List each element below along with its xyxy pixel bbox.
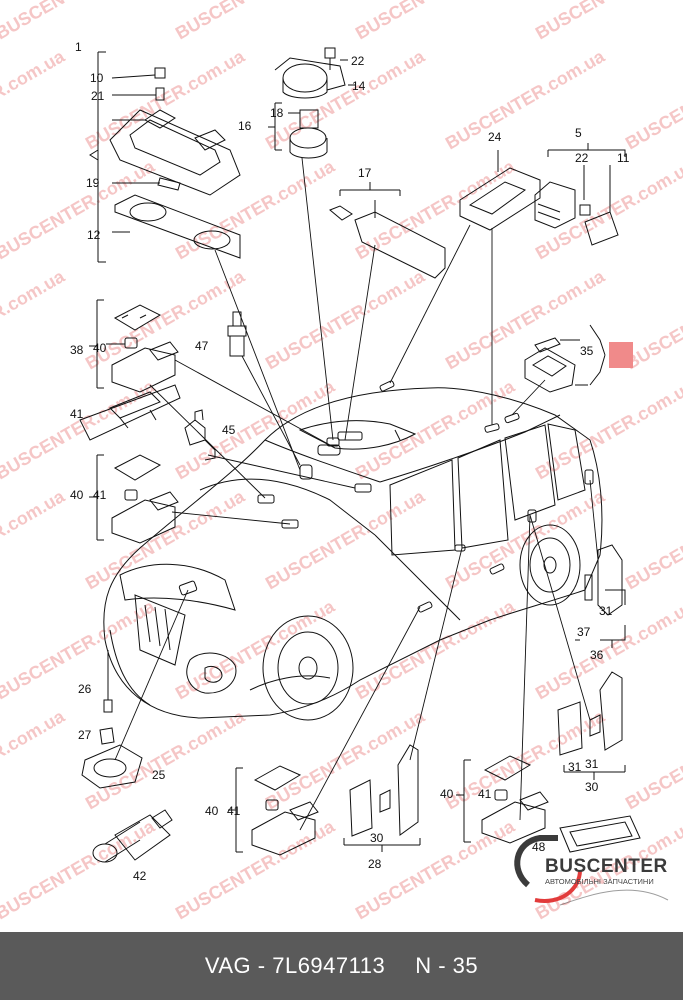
watermark-text: BUSCENTER.com.ua — [0, 706, 69, 814]
callout-42: 42 — [133, 869, 147, 883]
callout-22: 22 — [575, 151, 589, 165]
callout-41: 41 — [227, 804, 241, 818]
callout-28: 28 — [368, 857, 382, 871]
callout-17: 17 — [358, 166, 372, 180]
light-unit-5 — [534, 143, 626, 246]
connector-group-40-b — [89, 454, 179, 544]
watermark-text: BUSCENTER.com.ua — [172, 376, 339, 484]
watermark-text: BUSCENTER.com.ua — [532, 0, 683, 43]
callout-36: 36 — [590, 648, 604, 662]
connector-group-40-a — [89, 299, 179, 393]
callout-16: 16 — [238, 119, 252, 133]
callout-41: 41 — [478, 787, 492, 801]
callout-30: 30 — [585, 780, 599, 794]
watermark-text: BUSCENTER.com.ua — [532, 376, 683, 484]
callout-27: 27 — [78, 728, 92, 742]
lamp-lens-50 — [559, 815, 641, 853]
callout-37: 37 — [577, 625, 591, 639]
connector-group-40-c — [228, 765, 319, 856]
socket-45 — [92, 809, 173, 863]
watermark-text: BUSCENTER.com.ua — [0, 156, 159, 264]
lamp-housing-42 — [79, 384, 181, 441]
connector-group-40-d — [456, 755, 549, 844]
watermark-text: BUSCENTER.com.ua — [0, 46, 69, 154]
watermark-text: BUSCENTER.com.ua — [352, 0, 519, 43]
light-unit-30-31-a — [343, 744, 421, 852]
watermark-text: BUSCENTER.com.ua — [262, 706, 429, 814]
callout-47: 47 — [195, 339, 209, 353]
logo-brand: BUSCENTER — [545, 856, 668, 877]
lamp-26-27-28 — [81, 650, 143, 789]
buscenter-logo-mark — [514, 835, 669, 906]
light-unit-35 — [524, 324, 606, 393]
callout-21: 21 — [91, 89, 105, 103]
switch-48 — [227, 311, 247, 357]
callout-19: 19 — [86, 176, 100, 190]
callout-30: 30 — [370, 831, 384, 845]
watermark-text: BUSCENTER.com.ua — [352, 376, 519, 484]
interior-light-assembly-1 — [89, 51, 241, 263]
watermark-text: BUSCENTER.com.ua — [262, 486, 429, 594]
sensor-47 — [184, 409, 216, 461]
callout-48: 48 — [532, 840, 546, 854]
watermark-text: BUSCENTER.com.ua — [442, 486, 609, 594]
watermark-text: BUSCENTER.com.ua — [262, 266, 429, 374]
watermark-text: BUSCENTER.com.ua — [352, 156, 519, 264]
position-number: N - 35 — [415, 953, 479, 978]
callout-1: 1 — [75, 40, 82, 54]
callout-26: 26 — [78, 682, 92, 696]
callout-18: 18 — [270, 106, 284, 120]
watermark-text: BUSCENTER.com.ua — [0, 0, 159, 43]
reading-light-25 — [459, 150, 541, 231]
callout-31: 31 — [599, 604, 613, 618]
light-unit-30-31-b — [557, 671, 626, 780]
callout-41: 41 — [70, 407, 84, 421]
rear-wheel — [519, 524, 581, 606]
callout-31: 31 — [568, 760, 582, 774]
watermark-text: BUSCENTER.com.ua — [82, 46, 249, 154]
callout-22: 22 — [351, 54, 365, 68]
callout-5: 5 — [575, 126, 582, 140]
callout-35-highlight — [609, 342, 633, 368]
logo-subtitle: АВТОМОБІЛЬНІ ЗАПЧАСТИНИ — [545, 877, 654, 886]
watermark-text: BUSCENTER.com.ua — [622, 46, 683, 154]
callout-31: 31 — [585, 757, 599, 771]
watermark-text: BUSCENTER.com.ua — [0, 266, 69, 374]
car-body — [103, 387, 603, 719]
watermark-text: BUSCENTER.com.ua — [172, 0, 339, 43]
watermark-text: BUSCENTER.com.ua — [172, 816, 339, 924]
callout-25: 25 — [152, 768, 166, 782]
callout-11: 11 — [617, 151, 630, 165]
watermark-text: BUSCENTER.com.ua — [0, 376, 159, 484]
leader-lines — [114, 157, 599, 831]
callout-24: 24 — [488, 130, 502, 144]
watermark-text: BUSCENTER.com.ua — [82, 486, 249, 594]
logo-text-block: BUSCENTER АВТОМОБІЛЬНІ ЗАПЧАСТИНИ — [545, 856, 675, 886]
callout-40: 40 — [440, 787, 454, 801]
watermark-text: BUSCENTER.com.ua — [172, 156, 339, 264]
callout-40: 40 — [93, 341, 107, 355]
watermark-text: BUSCENTER.com.ua — [622, 706, 683, 814]
watermark-text: BUSCENTER.com.ua — [622, 486, 683, 594]
watermark-text: BUSCENTER.com.ua — [0, 486, 69, 594]
callout-35: 35 — [580, 344, 594, 358]
callout-14: 14 — [352, 79, 366, 93]
callout-10: 10 — [90, 71, 104, 85]
callout-12: 12 — [87, 228, 101, 242]
callout-40: 40 — [205, 804, 219, 818]
front-wheel — [262, 615, 354, 721]
watermark-text: BUSCENTER.com.ua — [262, 46, 429, 154]
callout-41: 41 — [93, 488, 107, 502]
part-number: VAG - 7L6947113 — [204, 953, 386, 978]
light-unit-37-38 — [575, 544, 626, 648]
lamp-strip-17-18 — [329, 182, 446, 279]
watermark-text: BUSCENTER.com.ua — [442, 46, 609, 154]
callout-40: 40 — [70, 488, 84, 502]
callout-45: 45 — [222, 423, 236, 437]
callout-38: 38 — [70, 343, 84, 357]
light-unit-14-16 — [268, 47, 355, 159]
footer-bar: VAG - 7L6947113 N - 35 — [0, 932, 683, 1000]
